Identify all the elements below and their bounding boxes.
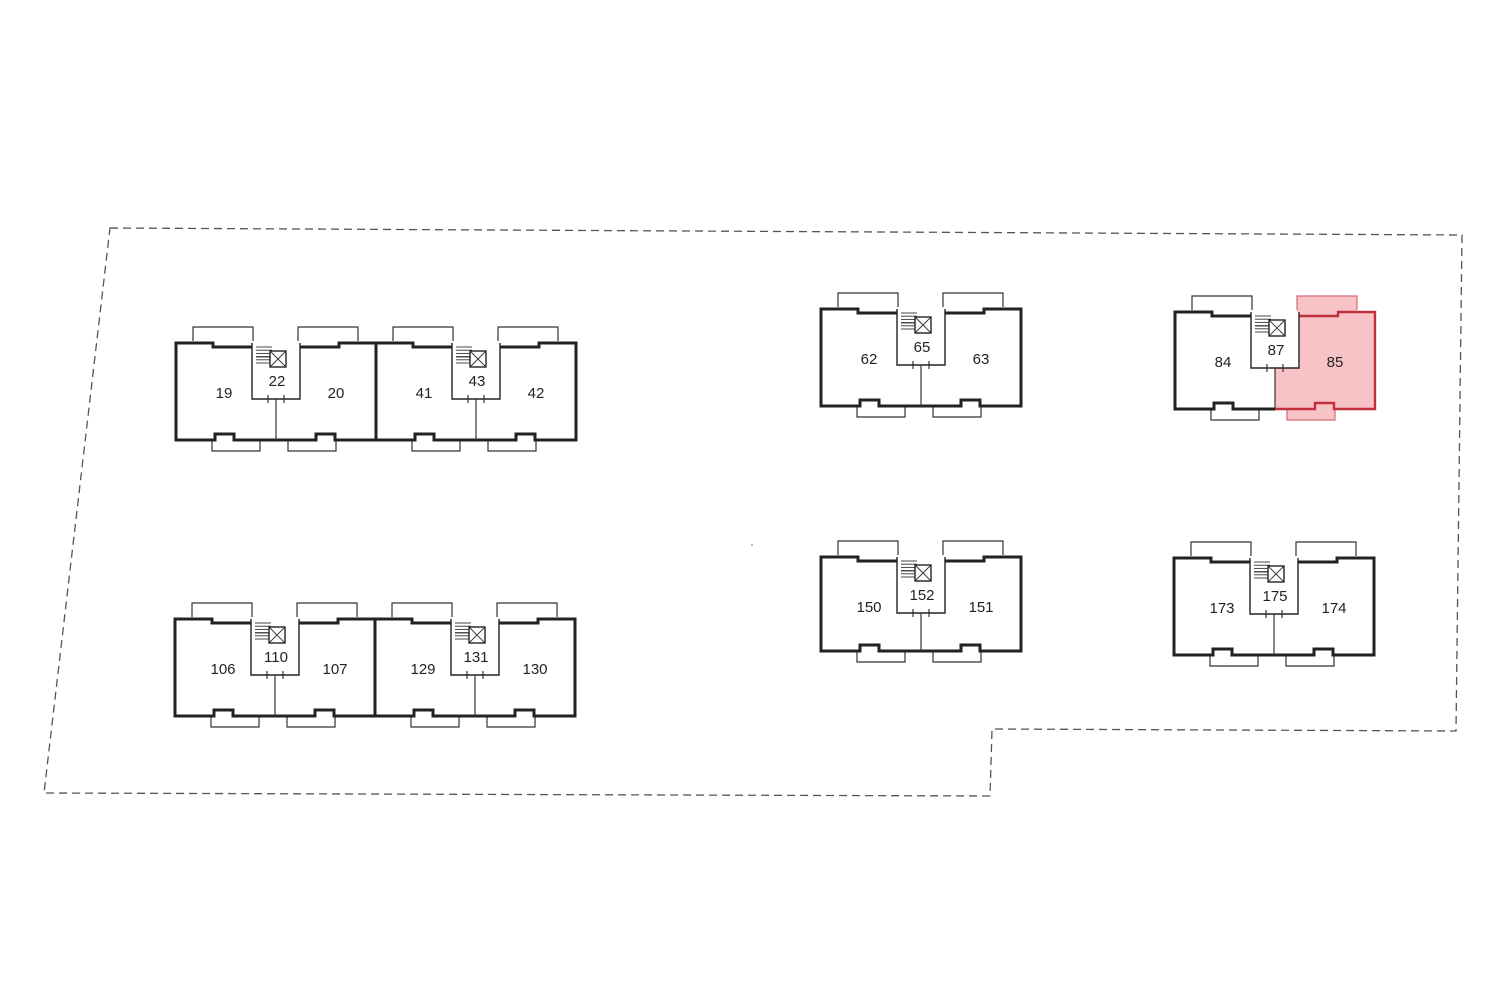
balcony-top-left (391, 602, 453, 617)
balcony-bottom-right (286, 716, 336, 728)
balcony-bottom-right (932, 651, 982, 663)
balcony-bottom-right (932, 406, 982, 418)
building-b4: 129 131 130 (373, 602, 577, 728)
unit-number: 42 (528, 385, 545, 402)
balcony-bottom-right (1286, 409, 1336, 421)
wall-left-unit (819, 307, 921, 408)
balcony-bottom-left (210, 716, 260, 728)
balcony-bottom-left (856, 651, 906, 663)
wall-left-unit (173, 617, 275, 718)
balcony-top-right (1295, 541, 1357, 556)
building-b6: 84 87 85 (1173, 295, 1377, 421)
balcony-top-right (1296, 295, 1358, 310)
wall-right-unit (1275, 310, 1377, 411)
elevator-cross (914, 316, 932, 334)
unit-number: 130 (522, 661, 547, 678)
balcony-top-right (942, 540, 1004, 555)
wall-left-unit (373, 617, 475, 718)
balcony-bottom-left (411, 440, 461, 452)
wall-right-unit (921, 307, 1023, 408)
balcony-top-left (191, 602, 253, 617)
wall-left-unit (1172, 556, 1274, 657)
wall-right-unit (921, 555, 1023, 653)
unit-number: 19 (216, 385, 233, 402)
core-unit-number: 152 (909, 587, 934, 604)
elevator-cross (268, 626, 286, 644)
unit-number: 84 (1215, 354, 1232, 371)
building-b2: 41 43 42 (374, 326, 578, 452)
unit-number: 20 (328, 385, 345, 402)
unit-number: 150 (856, 599, 881, 616)
building-b7: 150 152 151 (819, 540, 1023, 663)
unit-number: 63 (973, 351, 990, 368)
balcony-top-right (942, 292, 1004, 307)
wall-left-unit (374, 341, 476, 442)
wall-right-unit (476, 341, 578, 442)
core-unit-number: 175 (1262, 588, 1287, 605)
scan-speck (751, 544, 753, 546)
balcony-top-left (392, 326, 454, 341)
balcony-top-right (297, 326, 359, 341)
elevator-cross (1268, 319, 1286, 337)
core-unit-number: 43 (469, 373, 486, 390)
elevator-cross (468, 626, 486, 644)
balcony-bottom-left (211, 440, 261, 452)
balcony-bottom-right (287, 440, 337, 452)
unit-number: 129 (410, 661, 435, 678)
balcony-bottom-right (487, 440, 537, 452)
core-unit-number: 22 (269, 373, 286, 390)
unit-number: 107 (322, 661, 347, 678)
balcony-top-left (192, 326, 254, 341)
balcony-bottom-left (1209, 655, 1259, 667)
balcony-bottom-right (486, 716, 536, 728)
building-b3: 106 110 107 (173, 602, 377, 728)
building-b8: 173 175 174 (1172, 541, 1376, 667)
unit-number: 106 (210, 661, 235, 678)
core-unit-number: 110 (264, 649, 288, 666)
balcony-top-right (296, 602, 358, 617)
balcony-top-left (837, 292, 899, 307)
core-unit-number: 87 (1268, 342, 1285, 359)
core-unit-number: 65 (914, 339, 931, 356)
building-b1: 19 22 20 (174, 326, 378, 452)
unit-number: 85 (1327, 354, 1344, 371)
wall-left-unit (174, 341, 276, 442)
balcony-bottom-right (1285, 655, 1335, 667)
wall-right-unit (276, 341, 378, 442)
wall-left-unit (1173, 310, 1275, 411)
wall-right-unit (275, 617, 377, 718)
balcony-top-left (837, 540, 899, 555)
balcony-bottom-left (410, 716, 460, 728)
balcony-top-right (496, 602, 558, 617)
unit-number: 62 (861, 351, 878, 368)
building-b5: 62 65 63 (819, 292, 1023, 418)
elevator-cross (1267, 565, 1285, 583)
wall-right-unit (475, 617, 577, 718)
balcony-top-right (497, 326, 559, 341)
balcony-bottom-left (1210, 409, 1260, 421)
buildings-layer: 19 22 20 41 43 42 106 110 107 129 131 130 62 65 63 84 87… (173, 292, 1377, 728)
elevator-cross (469, 350, 487, 368)
elevator-cross (269, 350, 287, 368)
balcony-bottom-left (856, 406, 906, 418)
elevator-cross (914, 564, 932, 582)
unit-number: 173 (1209, 600, 1234, 617)
wall-right-unit (1274, 556, 1376, 657)
unit-number: 151 (968, 599, 993, 616)
unit-number: 41 (416, 385, 433, 402)
balcony-top-left (1191, 295, 1253, 310)
core-unit-number: 131 (463, 649, 488, 666)
site-boundary (43, 227, 1463, 797)
highlighted-unit-fill (1275, 296, 1375, 420)
wall-left-unit (819, 555, 921, 653)
unit-number: 174 (1321, 600, 1346, 617)
balcony-top-left (1190, 541, 1252, 556)
